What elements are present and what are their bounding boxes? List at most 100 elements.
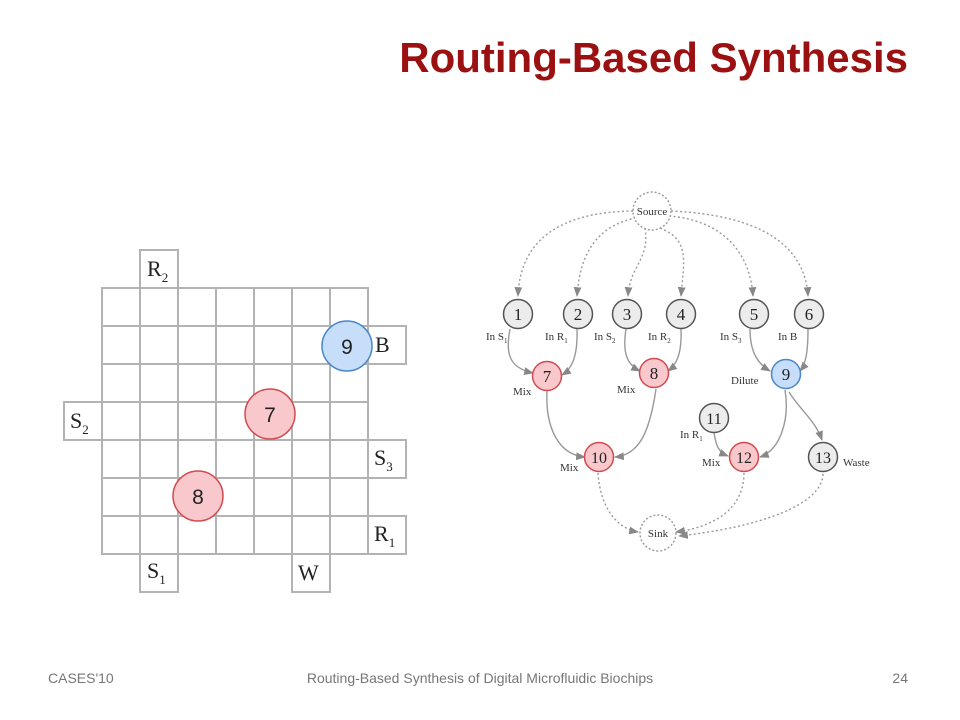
- grid-cell: [177, 287, 217, 327]
- port-label-s3: S3: [374, 445, 393, 474]
- grid-cell: [253, 477, 293, 517]
- grid-cell: [215, 439, 255, 479]
- port-cell-r2: [139, 249, 179, 289]
- graph-node-label: 3: [623, 305, 632, 324]
- graph-node-operation: In S3: [720, 331, 742, 345]
- port-label-s2: S2: [70, 408, 89, 437]
- graph-node-label: 9: [782, 365, 791, 384]
- svg-text:Source: Source: [637, 206, 668, 218]
- footer-title: Routing-Based Synthesis of Digital Micro…: [306, 670, 654, 686]
- droplet-9: 9: [321, 320, 373, 372]
- grid-cell: [291, 477, 331, 517]
- graph-node-operation: Mix: [560, 462, 579, 474]
- grid-cell: [177, 401, 217, 441]
- graph-node-operation: In S2: [594, 331, 616, 345]
- grid-cell: [177, 363, 217, 403]
- biochip-grid: [63, 249, 407, 593]
- graph-node-label: 7: [543, 367, 552, 386]
- grid-cells: [101, 287, 369, 555]
- grid-cell: [329, 515, 369, 555]
- grid-cell: [101, 477, 141, 517]
- grid-cell: [291, 439, 331, 479]
- grid-cell: [139, 325, 179, 365]
- grid-cell: [291, 363, 331, 403]
- grid-cell: [101, 363, 141, 403]
- grid-cell: [139, 477, 179, 517]
- footer-conference: CASES'10: [48, 670, 114, 686]
- grid-cell: [215, 515, 255, 555]
- graph-node-label: 12: [736, 450, 752, 467]
- grid-cell: [329, 477, 369, 517]
- graph-node-label: 6: [805, 305, 814, 324]
- graph-node-label: 1: [514, 305, 523, 324]
- port-cell-r1: [367, 515, 407, 555]
- graph-node-operation: In B: [778, 331, 797, 343]
- slide-title: Routing-Based Synthesis: [399, 34, 908, 81]
- graph-node-operation: Waste: [843, 457, 870, 469]
- grid-cell: [139, 363, 179, 403]
- grid-cell: [253, 325, 293, 365]
- grid-cell: [139, 515, 179, 555]
- graph-node-label: 8: [650, 364, 659, 383]
- grid-cell: [139, 439, 179, 479]
- graph-node-operation: Dilute: [731, 375, 759, 387]
- graph-node-operation: In S1: [486, 331, 508, 345]
- grid-cell: [101, 401, 141, 441]
- graph-node-2: 2 In R1: [545, 298, 594, 345]
- grid-cell: [291, 287, 331, 327]
- operation-edges: [507, 328, 823, 461]
- graph-node-operation: In R1: [680, 429, 703, 443]
- svg-text:9: 9: [341, 336, 353, 359]
- grid-cell: [101, 325, 141, 365]
- grid-cell: [291, 515, 331, 555]
- graph-node-label: 2: [574, 305, 583, 324]
- port-cell-s3: [367, 439, 407, 479]
- grid-cell: [329, 439, 369, 479]
- port-cell-s2: [63, 401, 103, 441]
- graph-node-label: 4: [677, 305, 686, 324]
- graph-node-5: 5In S3: [720, 298, 770, 345]
- grid-cell: [329, 287, 369, 327]
- port-label-r1: R1: [374, 521, 395, 550]
- grid-cell: [215, 325, 255, 365]
- sink-node: Sink: [639, 514, 677, 552]
- grid-cell: [101, 287, 141, 327]
- grid-cell: [215, 363, 255, 403]
- grid-cell: [253, 515, 293, 555]
- port-cell-w: [291, 553, 331, 593]
- graph-node-1: 1 In S1: [486, 298, 534, 345]
- grid-cell: [253, 439, 293, 479]
- port-label-r2: R2: [147, 256, 168, 285]
- grid-cell: [215, 287, 255, 327]
- graph-node-operation: Mix: [513, 386, 532, 398]
- grid-cell: [101, 515, 141, 555]
- sink-edges: [597, 472, 824, 539]
- grid-cell: [291, 401, 331, 441]
- port-label-w: W: [298, 560, 319, 585]
- graph-node-label: 11: [706, 411, 721, 428]
- droplet-8: 8: [172, 470, 224, 522]
- grid-cell: [101, 439, 141, 479]
- graph-node-label: 10: [591, 450, 607, 467]
- svg-text:Sink: Sink: [648, 528, 669, 540]
- graph-node-operation: In R2: [648, 331, 671, 345]
- svg-text:7: 7: [264, 404, 276, 427]
- droplet-7: 7: [244, 388, 296, 440]
- graph-node-label: 13: [815, 450, 831, 467]
- grid-cell: [139, 287, 179, 327]
- sequencing-graph: Source Sink 1 In S1 2 In R1 3 In S2 4 In R2 5In …: [486, 191, 870, 552]
- source-node: Source: [632, 191, 672, 231]
- graph-node-operation: Mix: [617, 384, 636, 396]
- svg-text:8: 8: [192, 486, 204, 509]
- port-label-b: B: [375, 332, 390, 357]
- graph-node-4: 4 In R2: [648, 298, 697, 345]
- grid-cell: [253, 287, 293, 327]
- graph-node-operation: In R1: [545, 331, 568, 345]
